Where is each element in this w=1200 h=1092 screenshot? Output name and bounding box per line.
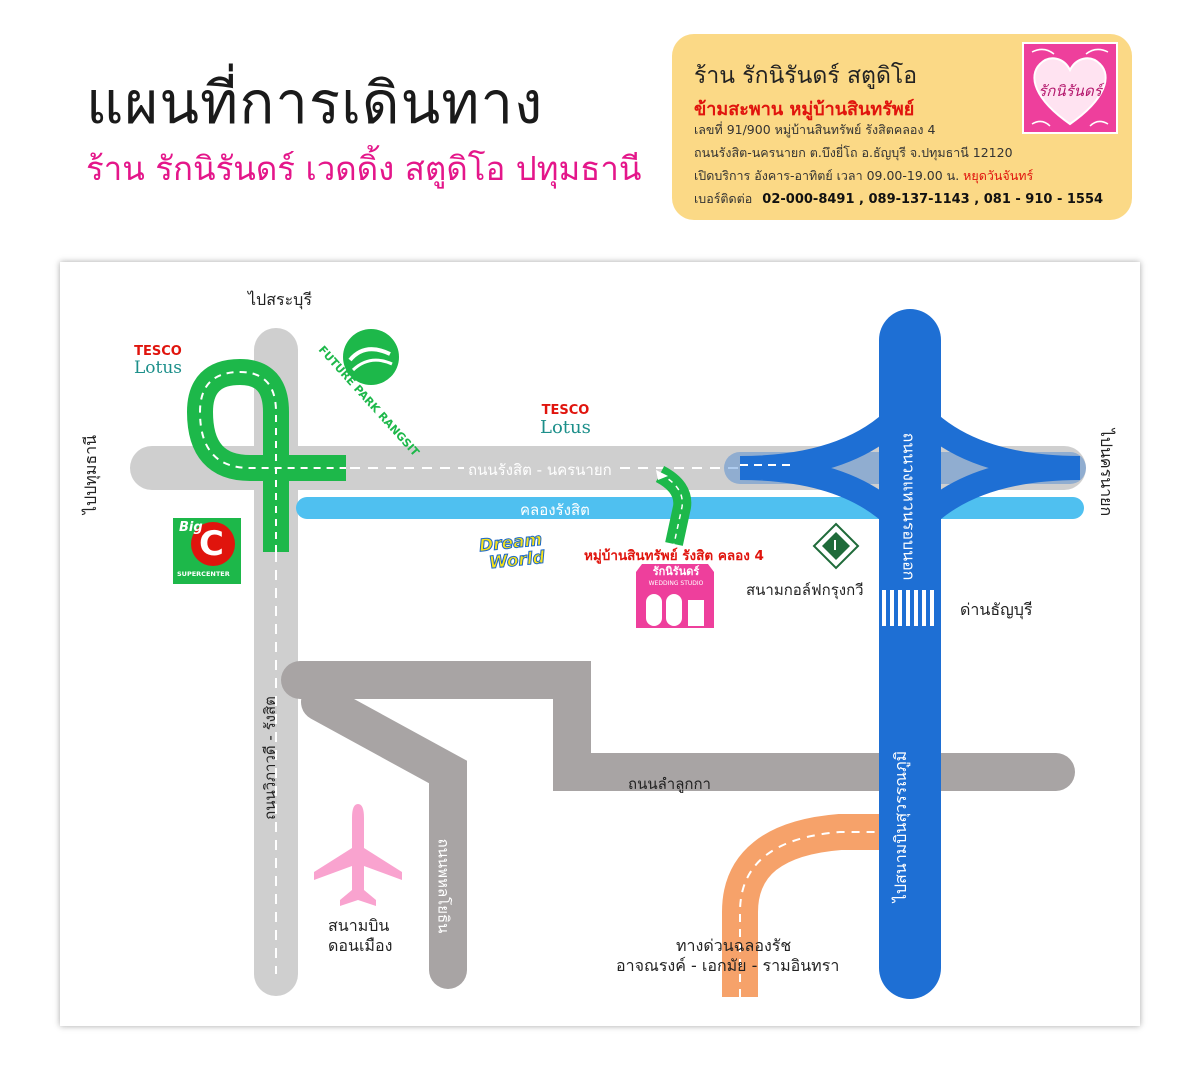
- label-expressway-2: อาจณรงค์ - เอกมัย - รามอินทรา: [616, 956, 840, 975]
- shop-logo: รักนิรันดร์: [1022, 42, 1118, 134]
- tesco-text-left: TESCO: [134, 344, 182, 359]
- direction-arrow-icon: [656, 470, 668, 480]
- bigc-big-text: Big: [179, 520, 203, 535]
- label-donmueang-2: ดอนเมือง: [328, 936, 393, 955]
- label-to-suvarnabhumi: ไปสนามบินสุวรรณภูมิ: [891, 750, 911, 903]
- expressway-centerline: [739, 831, 880, 997]
- studio-sub-text: WEDDING STUDIO: [648, 580, 704, 587]
- label-donmueang-1: สนามบิน: [328, 916, 390, 935]
- closed-day: หยุดวันจันทร์: [963, 168, 1034, 183]
- shop-location: ข้ามสะพาน หมู่บ้านสินทรัพย์: [694, 99, 915, 120]
- contact-label: เบอร์ติดต่อ: [694, 191, 753, 206]
- dreamworld-logo: Dream World: [478, 529, 547, 574]
- lotus-text-right: Lotus: [540, 417, 591, 438]
- bigc-logo: Big C SUPERCENTER: [173, 518, 241, 584]
- logo-text: รักนิรันดร์: [1038, 82, 1105, 100]
- contact-line: เบอร์ติดต่อ 02-000-8491 , 089-137-1143 , …: [694, 189, 1103, 209]
- village-ramp-centerline: [659, 473, 684, 545]
- label-phahonyothin-road: ถนนพหลโยธิน: [434, 838, 453, 934]
- address-line-1: เลขที่ 91/900 หมู่บ้านสินทรัพย์ รังสิตคล…: [694, 122, 936, 137]
- studio-name-text: รักนิรันดร์: [652, 565, 700, 578]
- studio-sign: รักนิรันดร์ WEDDING STUDIO: [644, 566, 708, 590]
- tesco-lotus-logo-right: TESCO Lotus: [540, 402, 591, 438]
- ring-road-interchange: [739, 394, 1081, 542]
- phahonyothin-road: [301, 683, 467, 989]
- label-toll-gate: ด่านธัญบุรี: [960, 600, 1033, 619]
- phone-numbers[interactable]: 02-000-8491 , 089-137-1143 , 081 - 910 -…: [762, 192, 1104, 207]
- golf-course-logo-icon: [812, 522, 860, 570]
- label-ring-road: ถนนวงแหวนรอบนอก: [899, 432, 919, 581]
- tesco-text-right: TESCO: [541, 403, 590, 418]
- label-golf-course: สนามกอล์ฟกรุงกวี: [746, 581, 864, 599]
- label-rangsit-road: ถนนรังสิต - นครนายก: [464, 458, 616, 482]
- page-subtitle: ร้าน รักนิรันดร์ เวดดิ้ง สตูดิโอ ปทุมธาน…: [86, 149, 642, 188]
- studio-building-icon: [636, 564, 714, 628]
- label-to-pathumthani: ไปปทุมธานี: [81, 434, 101, 515]
- route-map: FUTURE PARK RANGSIT ไปสระบุรี ไปปทุมธานี…: [60, 262, 1140, 1026]
- label-lamlukka-road: ถนนลำลูกกา: [628, 775, 711, 793]
- shop-name: ร้าน รักนิรันดร์ สตูดิโอ: [694, 63, 918, 89]
- bigc-c-text: C: [199, 524, 224, 564]
- airplane-icon: [314, 804, 402, 906]
- label-to-nakhonnayok: ไปนครนายก: [1097, 428, 1117, 517]
- page-title: แผนที่การเดินทาง: [86, 69, 544, 137]
- opening-hours: เปิดบริการ อังคาร-อาทิตย์ เวลา 09.00-19.…: [694, 168, 960, 183]
- green-ramp-centerline: [198, 370, 346, 552]
- lotus-text-left: Lotus: [134, 358, 183, 378]
- bigc-sub-text: SUPERCENTER: [177, 570, 230, 578]
- label-to-saraburi: ไปสระบุรี: [248, 290, 312, 309]
- lamlukka-road: [281, 661, 1075, 791]
- opening-hours-line: เปิดบริการ อังคาร-อาทิตย์ เวลา 09.00-19.…: [694, 166, 1033, 186]
- label-rangsit-canal: คลองรังสิต: [520, 501, 590, 519]
- tesco-lotus-logo-left: TESCO Lotus: [134, 344, 183, 378]
- future-park-logo-icon: [343, 329, 399, 385]
- heart-logo-icon: รักนิรันดร์: [1031, 48, 1109, 127]
- label-expressway-1: ทางด่วนฉลองรัช: [676, 936, 792, 955]
- label-vibhavadi-road: ถนนวิภาวดี - รังสิต: [260, 696, 279, 820]
- label-village: หมู่บ้านสินทรัพย์ รังสิต คลอง 4: [584, 548, 764, 564]
- toll-gate-icon: [882, 590, 934, 626]
- map-canvas: FUTURE PARK RANGSIT: [130, 309, 1086, 999]
- address-line-2: ถนนรังสิต-นครนายก ต.บึงยี่โถ อ.ธัญบุรี จ…: [694, 145, 1013, 160]
